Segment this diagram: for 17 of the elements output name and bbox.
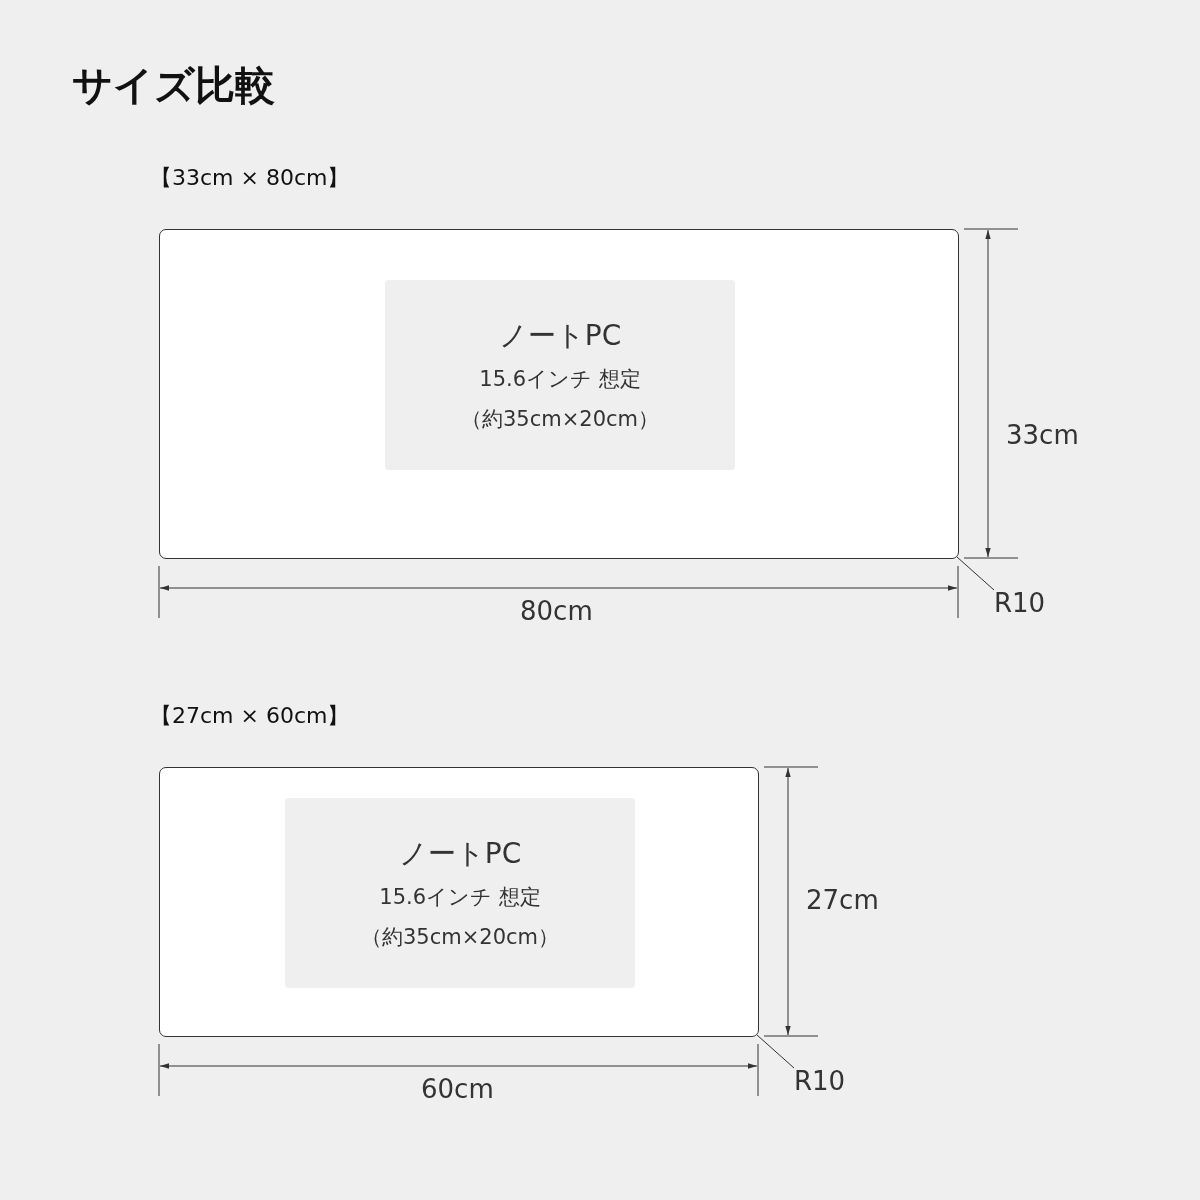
radius-label: R10 (994, 590, 1046, 616)
laptop-size-note: 15.6インチ 想定 (479, 366, 641, 393)
dimension-label: 27cm (806, 885, 879, 915)
laptop-label: ノートPC (498, 318, 622, 354)
radius-label: R10 (794, 1068, 846, 1094)
laptop-size-note: （約35cm×20cm） (460, 406, 659, 433)
size-heading: 【33cm × 80cm】 (150, 164, 350, 192)
laptop-size-note: 15.6インチ 想定 (379, 884, 541, 911)
page-title: サイズ比較 (72, 61, 275, 110)
leader-line (956, 556, 995, 591)
leader-line (756, 1034, 795, 1069)
dimension-label: 80cm (520, 596, 593, 626)
dimension-label: 33cm (1006, 420, 1079, 450)
size-heading: 【27cm × 60cm】 (150, 702, 350, 730)
laptop-label: ノートPC (398, 836, 522, 872)
laptop-size-note: （約35cm×20cm） (360, 924, 559, 951)
dimension-label: 60cm (421, 1074, 494, 1104)
